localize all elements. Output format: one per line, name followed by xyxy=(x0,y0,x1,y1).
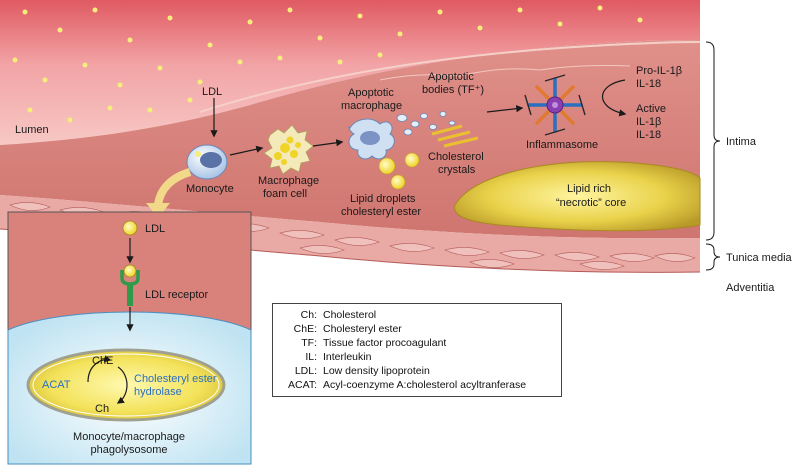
inflammasome-complex xyxy=(524,74,586,136)
lumen-ldl-particles xyxy=(12,5,643,123)
legend-abbr: ACAT: xyxy=(288,379,317,391)
media-brace xyxy=(705,243,721,271)
monocyte-cell xyxy=(186,144,228,180)
acat-label: ACAT xyxy=(42,379,71,391)
phagolysosome-inset xyxy=(7,211,252,465)
hydrolase-label-2: hydrolase xyxy=(134,386,182,398)
tunica-media-label: Tunica media xyxy=(726,252,793,264)
lipid-core-label-2: “necrotic” core xyxy=(556,197,626,209)
lipid-droplets xyxy=(378,152,420,190)
phagolysosome-label-2: phagolysosome xyxy=(90,444,167,456)
legend-row: ChE: Cholesteryl ester xyxy=(279,322,555,336)
apoptotic-macrophage xyxy=(348,118,395,160)
intima-surface xyxy=(199,41,701,113)
macrophage-foam-cell xyxy=(263,124,314,175)
cholesterol-crystals-label-2: crystals xyxy=(438,164,476,176)
il18-bottom-label: IL-18 xyxy=(636,129,661,141)
apoptotic-macrophage-label-2: macrophage xyxy=(341,100,402,112)
cholesterol-crystals xyxy=(431,124,479,148)
active-label: Active xyxy=(636,103,666,115)
il1b-label: IL-1β xyxy=(636,116,661,128)
apoptotic-macrophage-label-1: Apoptotic xyxy=(348,87,394,99)
legend-abbr: ChE: xyxy=(293,323,317,335)
cleavage-arrow xyxy=(601,79,627,117)
lipid-core xyxy=(454,161,701,232)
phagolysosome-label-1: Monocyte/macrophage xyxy=(73,431,185,443)
macrophage-foam-label-1: Macrophage xyxy=(258,175,319,187)
intima-label: Intima xyxy=(726,136,757,148)
legend-row: LDL: Low density lipoprotein xyxy=(279,364,555,378)
legend-text: Cholesterol xyxy=(323,309,377,321)
legend-row: Ch: Cholesterol xyxy=(279,308,555,322)
inflammasome-label: Inflammasome xyxy=(526,139,598,151)
legend-abbr: TF: xyxy=(301,337,317,349)
legend-row: IL: Interleukin xyxy=(279,350,555,364)
intima-fibres xyxy=(379,65,631,81)
legend-text: Cholesteryl ester xyxy=(323,323,402,335)
lumen-region xyxy=(0,0,700,145)
arrow-to-inflammasome xyxy=(486,105,524,113)
arrow-foam-apoptotic xyxy=(312,139,344,147)
ldl-label: LDL xyxy=(202,86,222,98)
inset-ldl-label: LDL xyxy=(145,223,165,235)
lipid-droplets-label-1: Lipid droplets xyxy=(350,193,416,205)
ch-label: Ch xyxy=(95,403,109,415)
intima-brace xyxy=(705,41,721,241)
lipid-core-label-1: Lipid rich xyxy=(567,183,611,195)
legend-row: TF: Tissue factor procoagulant xyxy=(279,336,555,350)
apoptotic-bodies-label-1: Apoptotic xyxy=(428,71,474,83)
hydrolase-label-1: Cholesteryl ester xyxy=(134,373,217,385)
che-label: ChE xyxy=(92,355,113,367)
arrow-monocyte-foam xyxy=(229,145,264,156)
legend-abbr: Ch: xyxy=(300,309,317,321)
legend-text: Tissue factor procoagulant xyxy=(323,337,447,349)
legend-row: ACAT: Acyl-coenzyme A:cholesterol acyltra… xyxy=(279,378,555,392)
legend-text: Low density lipoprotein xyxy=(323,365,430,377)
cholesterol-crystals-label-1: Cholesterol xyxy=(428,151,484,163)
callout-arrow-head xyxy=(146,203,170,218)
legend-abbr: LDL: xyxy=(294,365,317,377)
macrophage-foam-label-2: foam cell xyxy=(263,188,307,200)
apoptotic-bodies-label-2: bodies (TF⁺) xyxy=(422,84,484,96)
ldl-receptor-label: LDL receptor xyxy=(145,289,209,301)
adventitia-label: Adventitia xyxy=(726,282,775,294)
apoptotic-bodies xyxy=(396,111,456,136)
il18-top-label: IL-18 xyxy=(636,78,661,90)
lumen-label: Lumen xyxy=(15,124,49,136)
legend-abbr: IL: xyxy=(305,351,317,363)
monocyte-label: Monocyte xyxy=(186,183,234,195)
lipid-droplets-label-2: cholesteryl ester xyxy=(341,206,421,218)
callout-arrow-shaft xyxy=(154,168,192,206)
legend-text: Interleukin xyxy=(323,351,372,363)
legend-text: Acyl-coenzyme A:cholesterol acyltranfera… xyxy=(323,379,527,391)
pro-il1b-label: Pro-IL-1β xyxy=(636,65,682,77)
